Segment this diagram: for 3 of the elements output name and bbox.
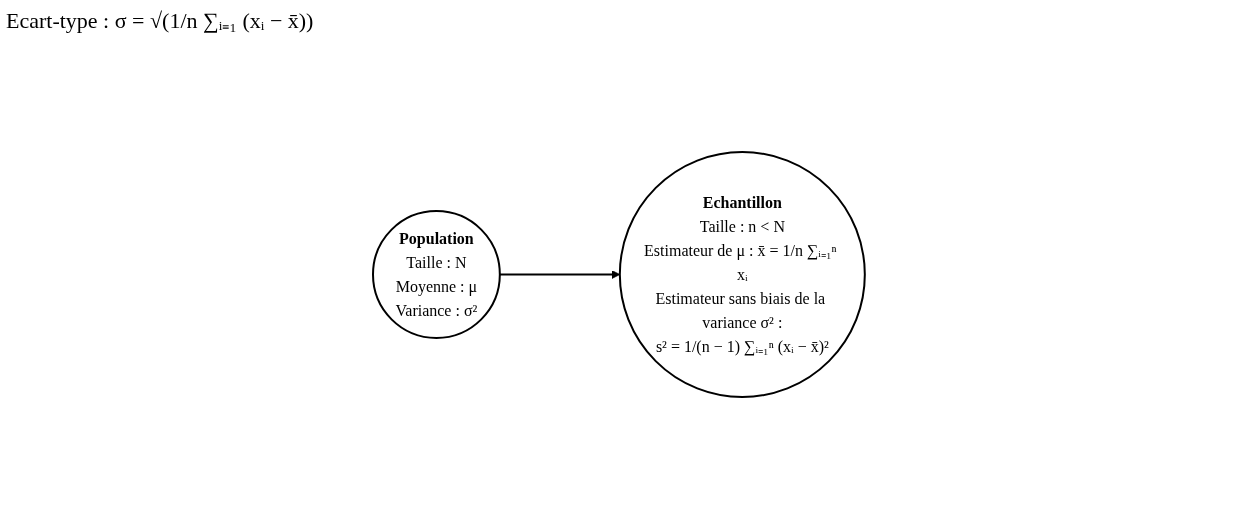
node-circle: Echantillon Taille : n < N Estimateur de μ : x̄ = 1/n ∑ᵢ₌₁ⁿ xᵢ Estimateur sans biais de la variance σ² : s² = 1/(n − 1) ∑ᵢ₌₁ⁿ (xᵢ − x̄)² xyxy=(618,150,866,398)
node-circle: Population Taille : N Moyenne : μ Variance : σ² xyxy=(371,209,501,339)
formula-text: Ecart-type : σ = √(1/n ∑ᵢ₌₁ (xᵢ − x̄)) xyxy=(6,7,314,34)
